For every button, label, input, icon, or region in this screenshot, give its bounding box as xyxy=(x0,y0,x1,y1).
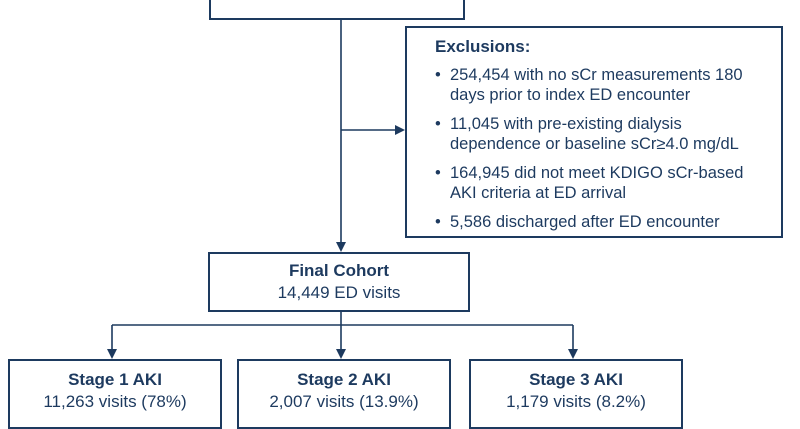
stage2-title: Stage 2 AKI xyxy=(297,370,391,389)
final-cohort-count: 14,449 ED visits xyxy=(277,283,401,302)
final-cohort-title: Final Cohort xyxy=(288,261,390,280)
stage1-title: Stage 1 AKI xyxy=(68,370,162,389)
stage2-count: 2,007 visits (13.9%) xyxy=(269,392,419,411)
stage1-count: 11,263 visits (78%) xyxy=(43,392,187,411)
exclusions-list: 254,454 with no sCr measurements 180 day… xyxy=(435,65,781,232)
exclusion-item: 164,945 did not meet KDIGO sCr-based AKI… xyxy=(435,163,770,203)
stage1-box: Stage 1 AKI 11,263 visits (78%) xyxy=(8,359,222,429)
stage3-count: 1,179 visits (8.2%) xyxy=(506,392,646,411)
exclusions-box: Exclusions: 254,454 with no sCr measurem… xyxy=(405,26,783,238)
final-cohort-box: Final Cohort 14,449 ED visits xyxy=(208,252,470,312)
exclusion-item: 11,045 with pre-existing dialysis depend… xyxy=(435,114,770,154)
stage3-title: Stage 3 AKI xyxy=(529,370,623,389)
top-box xyxy=(209,0,465,20)
stage2-box: Stage 2 AKI 2,007 visits (13.9%) xyxy=(237,359,451,429)
exclusion-item: 5,586 discharged after ED encounter xyxy=(435,212,770,232)
flowchart-connectors xyxy=(107,20,578,359)
exclusion-item: 254,454 with no sCr measurements 180 day… xyxy=(435,65,770,105)
exclusions-title: Exclusions: xyxy=(435,37,531,56)
